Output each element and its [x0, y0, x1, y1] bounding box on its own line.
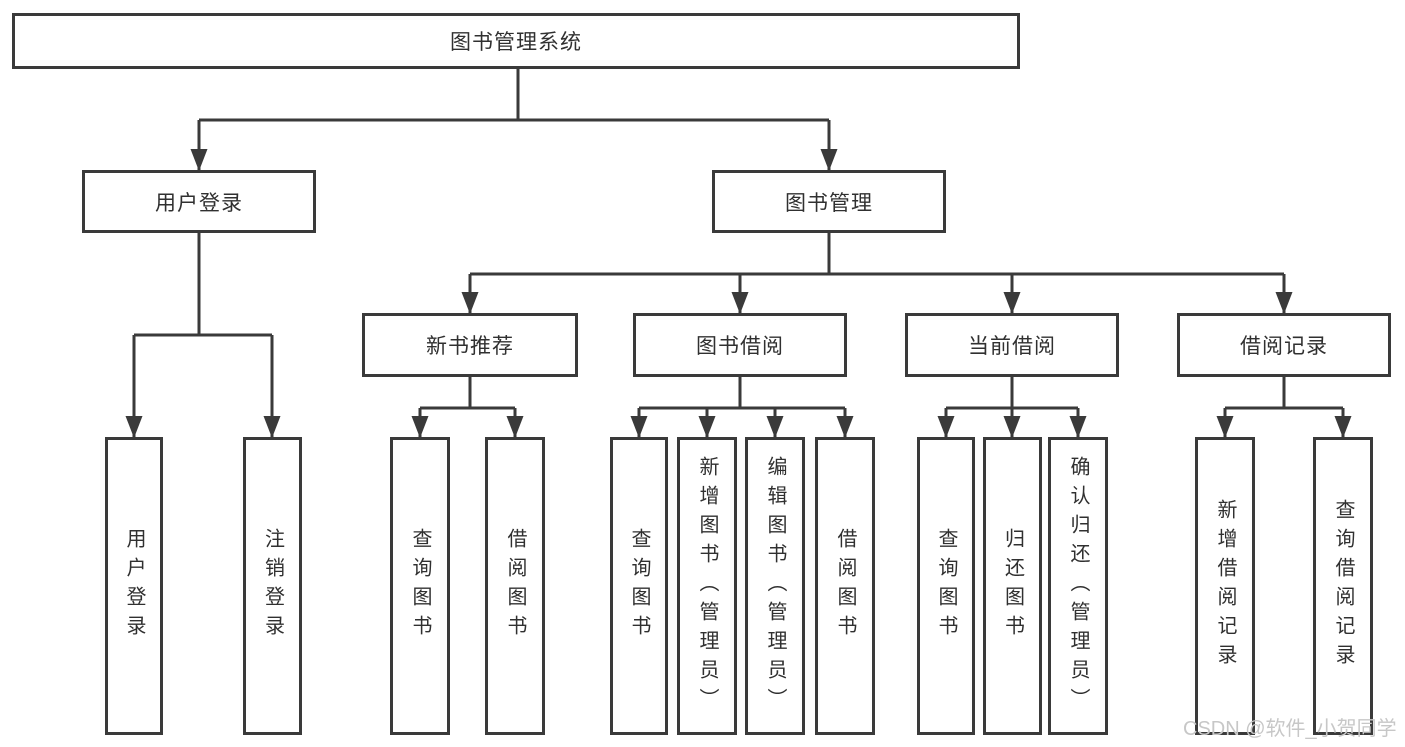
node-book-management: 图书管理	[712, 170, 946, 233]
edge-br-trunk	[1225, 377, 1343, 410]
node-book-borrow: 图书借阅	[633, 313, 847, 377]
node-new-book-recommend: 新书推荐	[362, 313, 578, 377]
node-user-login: 用户登录	[82, 170, 316, 233]
node-leaf-nbr-query-books: 查询图书	[390, 437, 450, 735]
node-leaf-logout-label: 注销登录	[261, 528, 284, 644]
node-leaf-user-login-label: 用户登录	[123, 528, 145, 644]
node-leaf-logout: 注销登录	[243, 437, 302, 735]
node-leaf-br-add-record-label: 新增借阅记录	[1214, 499, 1236, 673]
node-book-borrow-label: 图书借阅	[696, 335, 784, 358]
node-borrow-records: 借阅记录	[1177, 313, 1391, 377]
node-borrow-records-label: 借阅记录	[1240, 335, 1328, 358]
node-leaf-bb-borrow-books: 借阅图书	[815, 437, 875, 735]
edge-root-trunk	[199, 68, 829, 122]
node-leaf-bb-query-books-label: 查询图书	[628, 528, 650, 644]
edge-userlogin-trunk	[134, 233, 272, 337]
node-leaf-br-query-record-label: 查询借阅记录	[1332, 499, 1354, 673]
node-leaf-bb-query-books: 查询图书	[610, 437, 668, 735]
node-leaf-cb-confirm-return-label: 确认归还（管理员）	[1067, 455, 1089, 717]
node-current-borrow: 当前借阅	[905, 313, 1119, 377]
edge-cb-trunk	[946, 377, 1078, 410]
node-leaf-cb-return-books-label: 归还图书	[1001, 528, 1024, 644]
node-leaf-cb-confirm-return: 确认归还（管理员）	[1048, 437, 1108, 735]
node-new-book-recommend-label: 新书推荐	[426, 335, 514, 358]
edge-nbr-trunk	[420, 377, 515, 410]
node-user-login-label: 用户登录	[155, 191, 243, 215]
node-leaf-cb-return-books: 归还图书	[983, 437, 1042, 735]
node-leaf-cb-query-books-label: 查询图书	[935, 528, 957, 644]
node-book-management-label: 图书管理	[785, 191, 873, 215]
node-leaf-bb-edit-books-label: 编辑图书（管理员）	[764, 455, 786, 717]
node-leaf-nbr-borrow-books-label: 借阅图书	[504, 528, 526, 644]
edge-bookmgmt-trunk	[470, 233, 1284, 276]
node-leaf-br-add-record: 新增借阅记录	[1195, 437, 1255, 735]
node-leaf-nbr-borrow-books: 借阅图书	[485, 437, 545, 735]
node-leaf-nbr-query-books-label: 查询图书	[409, 528, 431, 644]
node-current-borrow-label: 当前借阅	[968, 335, 1056, 358]
node-leaf-br-query-record: 查询借阅记录	[1313, 437, 1373, 735]
node-root: 图书管理系统	[12, 13, 1020, 69]
edge-bb-trunk	[639, 377, 845, 410]
node-root-label: 图书管理系统	[450, 31, 582, 54]
node-leaf-bb-add-books: 新增图书（管理员）	[677, 437, 737, 735]
node-leaf-cb-query-books: 查询图书	[917, 437, 975, 735]
csdn-watermark: CSDN @软件_小贺同学	[1183, 718, 1397, 740]
node-leaf-bb-add-books-label: 新增图书（管理员）	[696, 455, 718, 717]
node-leaf-bb-edit-books: 编辑图书（管理员）	[745, 437, 805, 735]
node-leaf-user-login: 用户登录	[105, 437, 163, 735]
node-leaf-bb-borrow-books-label: 借阅图书	[834, 528, 856, 644]
